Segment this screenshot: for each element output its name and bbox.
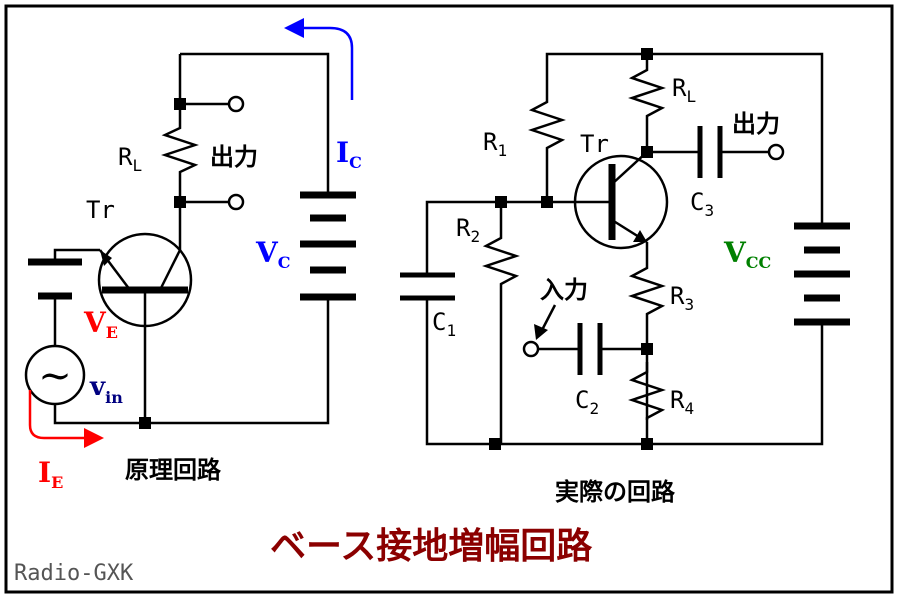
right-circuit-caption: 実際の回路 [555,478,676,506]
vcc-label: VCC [723,236,771,272]
ic-label: IC [336,136,362,172]
rl-resistor [628,54,666,152]
r1-resistor [528,95,566,202]
r4-resistor [628,362,666,420]
ic-arrowhead [284,18,304,38]
ie-current-arrow [28,390,88,440]
right-output-terminal [767,143,785,161]
left-load-resistor [161,120,199,202]
left-circuit: ~ RL 出力 Tr IC VC VE vin IE 原理回路 [24,18,362,492]
r1-label: R1 [483,128,507,160]
right-emitter-arrow [633,230,647,242]
right-input-label: 入力 [540,276,588,304]
r3-label: R3 [670,282,694,314]
left-output-terminal-2 [227,193,245,211]
left-circuit-caption: 原理回路 [125,456,222,484]
r4-label: R4 [670,386,694,418]
right-output-label: 出力 [732,110,780,138]
c2-label: C2 [575,386,599,418]
vin-label: vin [89,372,123,407]
left-top-wire [180,52,330,195]
right-input-terminal [522,340,540,358]
left-rl-label: RL [118,143,142,175]
left-emitter-wire [53,248,100,262]
left-output-label: 出力 [210,143,258,171]
right-transistor-symbol [573,154,669,250]
diagram-title: ベース接地増幅回路 [270,526,593,567]
ac-source-symbol [24,344,86,406]
junction-dot [174,196,186,208]
right-bottom-rail [425,300,824,446]
ic-current-arrow [300,26,354,100]
left-bottom-wire [53,297,330,425]
r2-resistor [482,202,520,444]
ve-label: VE [83,306,118,342]
left-transistor-collector [158,249,182,291]
right-transistor-label: Tr [580,130,609,158]
c1-label: C1 [432,308,456,340]
junction-dot [541,196,553,208]
outer-border [4,4,894,594]
vc-label: VC [255,236,290,272]
c3-label: C3 [690,188,714,220]
rl-label: RL [672,74,696,106]
junction-dot [139,417,151,429]
left-transistor-label: Tr [86,196,115,224]
right-base-wire [425,200,612,262]
left-emitter-arrow [100,250,112,266]
watermark: Radio-GXK [14,561,134,586]
ac-source-glyph: ~ [38,353,72,399]
right-top-rail [545,52,824,226]
ie-label: IE [38,456,63,492]
junction-dot [489,438,501,450]
r2-label: R2 [456,214,480,246]
left-output-terminal-1 [227,95,245,113]
ie-arrowhead [84,428,104,448]
right-circuit: R1 Tr RL 出力 C3 R2 VCC 入力 R3 C1 C2 R4 実際の… [400,48,850,506]
r3-r4-chain [628,242,666,444]
input-pointer-arrowhead [534,324,548,340]
input-pointer-line [539,304,557,333]
junction-dot [174,98,186,110]
